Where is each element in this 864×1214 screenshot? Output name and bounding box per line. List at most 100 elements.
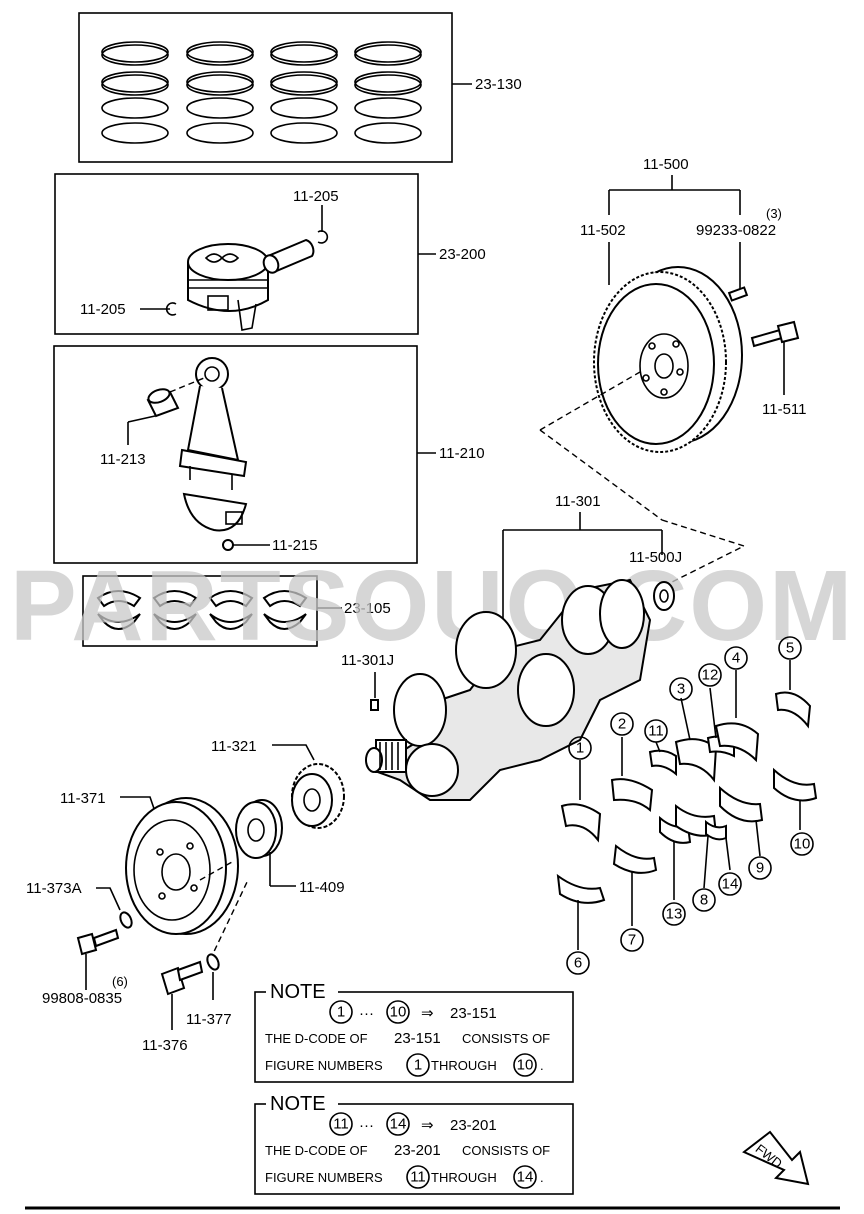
bearing-number-circle [692,888,716,912]
bearing-number-circle [620,928,644,952]
bearing-number-13[interactable]: 13 [666,906,683,923]
note-1-line3-b: THROUGH [431,1058,497,1073]
bearing-number-4[interactable]: 4 [732,650,740,667]
note-1-line2-b: CONSISTS OF [462,1031,550,1046]
bearing-number-circle [566,951,590,975]
washer-group[interactable]: 11-373A [26,880,134,929]
ring-stack-4 [354,41,422,144]
label-bushing[interactable]: 11-213 [100,451,146,468]
clip-icon-top [317,230,329,244]
label-flywheel-bolt[interactable]: 11-511 [762,401,806,418]
label-center-bolt[interactable]: 11-376 [142,1037,188,1054]
label-washer[interactable]: 11-373A [26,880,82,897]
label-piston-assy[interactable]: 23-200 [439,246,486,263]
bearing-number-3[interactable]: 3 [677,681,685,698]
bearing-number-5[interactable]: 5 [786,640,794,657]
conrod-group[interactable]: 11-215 11-213 11-210 [53,345,485,564]
label-pilot-bearing[interactable]: 11-500J [629,549,682,566]
note-2-ellipsis: ··· [359,1117,374,1134]
bearing-number-12[interactable]: 12 [702,667,719,684]
label-dowel-pin[interactable]: 99233-0822 [696,222,776,239]
flywheel-group[interactable]: 11-500 11-502 99233-0822 (3) 11-511 [539,156,806,585]
label-crank-key[interactable]: 11-301J [341,652,394,669]
ring-set-group[interactable]: 23-130 [78,12,522,163]
note-2-title: NOTE [270,1093,326,1115]
label-center-washer[interactable]: 11-377 [186,1011,232,1028]
bearing-number-1[interactable]: 1 [576,740,584,757]
ring-set-box [78,12,453,163]
bushing-icon [146,388,180,418]
pulley-plate-icon [235,799,283,859]
label-pulley-plate[interactable]: 11-409 [299,879,345,896]
bearing-number-11[interactable]: 11 [648,723,664,740]
nut-icon [222,539,234,551]
watermark: PARTSOUQ.COM [10,550,854,662]
flywheel-bolt-icon [750,320,800,348]
bearing-number-2[interactable]: 2 [618,716,626,733]
label-pulley-bolt[interactable]: 99808-0835 [42,990,122,1007]
crank-pulley-group[interactable]: 11-371 [60,790,249,961]
label-conrod-assy[interactable]: 11-210 [439,445,485,462]
bearing-number-circle [568,736,592,760]
note-1-ellipsis: ··· [359,1005,374,1022]
timing-pulley-icon [291,763,345,829]
crankshaft-icon [365,578,652,801]
bearing-shells [556,691,818,904]
crankshaft-group[interactable]: 11-301 11-500J 11-301J [341,493,682,801]
label-ring-gear[interactable]: 11-502 [580,222,626,239]
note-2-arrow: ⇒ [421,1117,434,1134]
note-1-arrow: ⇒ [421,1005,434,1022]
bearing-pair-2 [152,590,198,630]
label-timing-pulley[interactable]: 11-321 [211,738,257,755]
bearing-number-10[interactable]: 10 [794,836,811,853]
label-crankshaft[interactable]: 11-301 [555,493,601,510]
timing-pulley-group[interactable]: 11-321 [211,738,345,829]
pulley-bolt-group[interactable]: 99808-0835 (6) [42,928,128,1007]
label-conrod-bearing-set[interactable]: 23-105 [344,600,391,617]
center-washer-icon [206,953,220,971]
bearing-pair-4 [262,590,308,630]
bearing-number-circle [718,872,742,896]
label-pin-clip-left[interactable]: 11-205 [80,301,126,318]
bearing-number-circle [662,902,686,926]
note-2-line3-from: 11 [410,1169,426,1186]
bearing-number-circle [724,646,748,670]
note-2-from: 11 [333,1116,349,1133]
piston-group[interactable]: 11-205 11-205 23-200 [54,173,486,335]
center-bolt-group[interactable]: 11-376 11-377 [142,953,232,1054]
note-1-code: 23-151 [450,1005,497,1022]
flywheel-icon [593,266,743,453]
note-1-title: NOTE [270,981,326,1003]
conrod-bearing-group[interactable]: 23-105 [82,575,391,647]
label-ring-set[interactable]: 23-130 [475,76,522,93]
bearing-number-circle [669,677,693,701]
label-pulley-bolt-qty: (6) [112,974,128,989]
note-2-line3-a: FIGURE NUMBERS [265,1170,383,1185]
label-conrod-nut[interactable]: 11-215 [272,537,318,554]
note-1-line2-code: 23-151 [394,1030,441,1047]
conrod-box [53,345,418,564]
label-pin-clip-top[interactable]: 11-205 [293,188,339,205]
note-1-to: 10 [390,1004,407,1021]
note-1-line3-from: 1 [414,1057,422,1074]
note-2-line2-code: 23-201 [394,1142,441,1159]
pulley-bolt-icon [76,928,120,956]
label-flywheel-assy[interactable]: 11-500 [643,156,689,173]
bearing-number-circle [778,636,802,660]
bearing-number-circle [698,663,722,687]
center-bolt-icon [160,960,204,996]
note-2-line2-b: CONSISTS OF [462,1143,550,1158]
label-crank-pulley[interactable]: 11-371 [60,790,106,807]
bearing-number-7[interactable]: 7 [628,932,636,949]
bearing-number-8[interactable]: 8 [700,892,708,909]
bearing-number-9[interactable]: 9 [756,860,764,877]
bearing-number-circle [748,856,772,880]
bearing-number-6[interactable]: 6 [574,955,582,972]
crank-key-icon [370,699,379,711]
pulley-plate-group[interactable]: 11-409 [235,799,345,896]
bearing-pair-3 [208,590,254,630]
bearing-number-14[interactable]: 14 [722,876,739,893]
ring-stack-3 [270,41,338,144]
